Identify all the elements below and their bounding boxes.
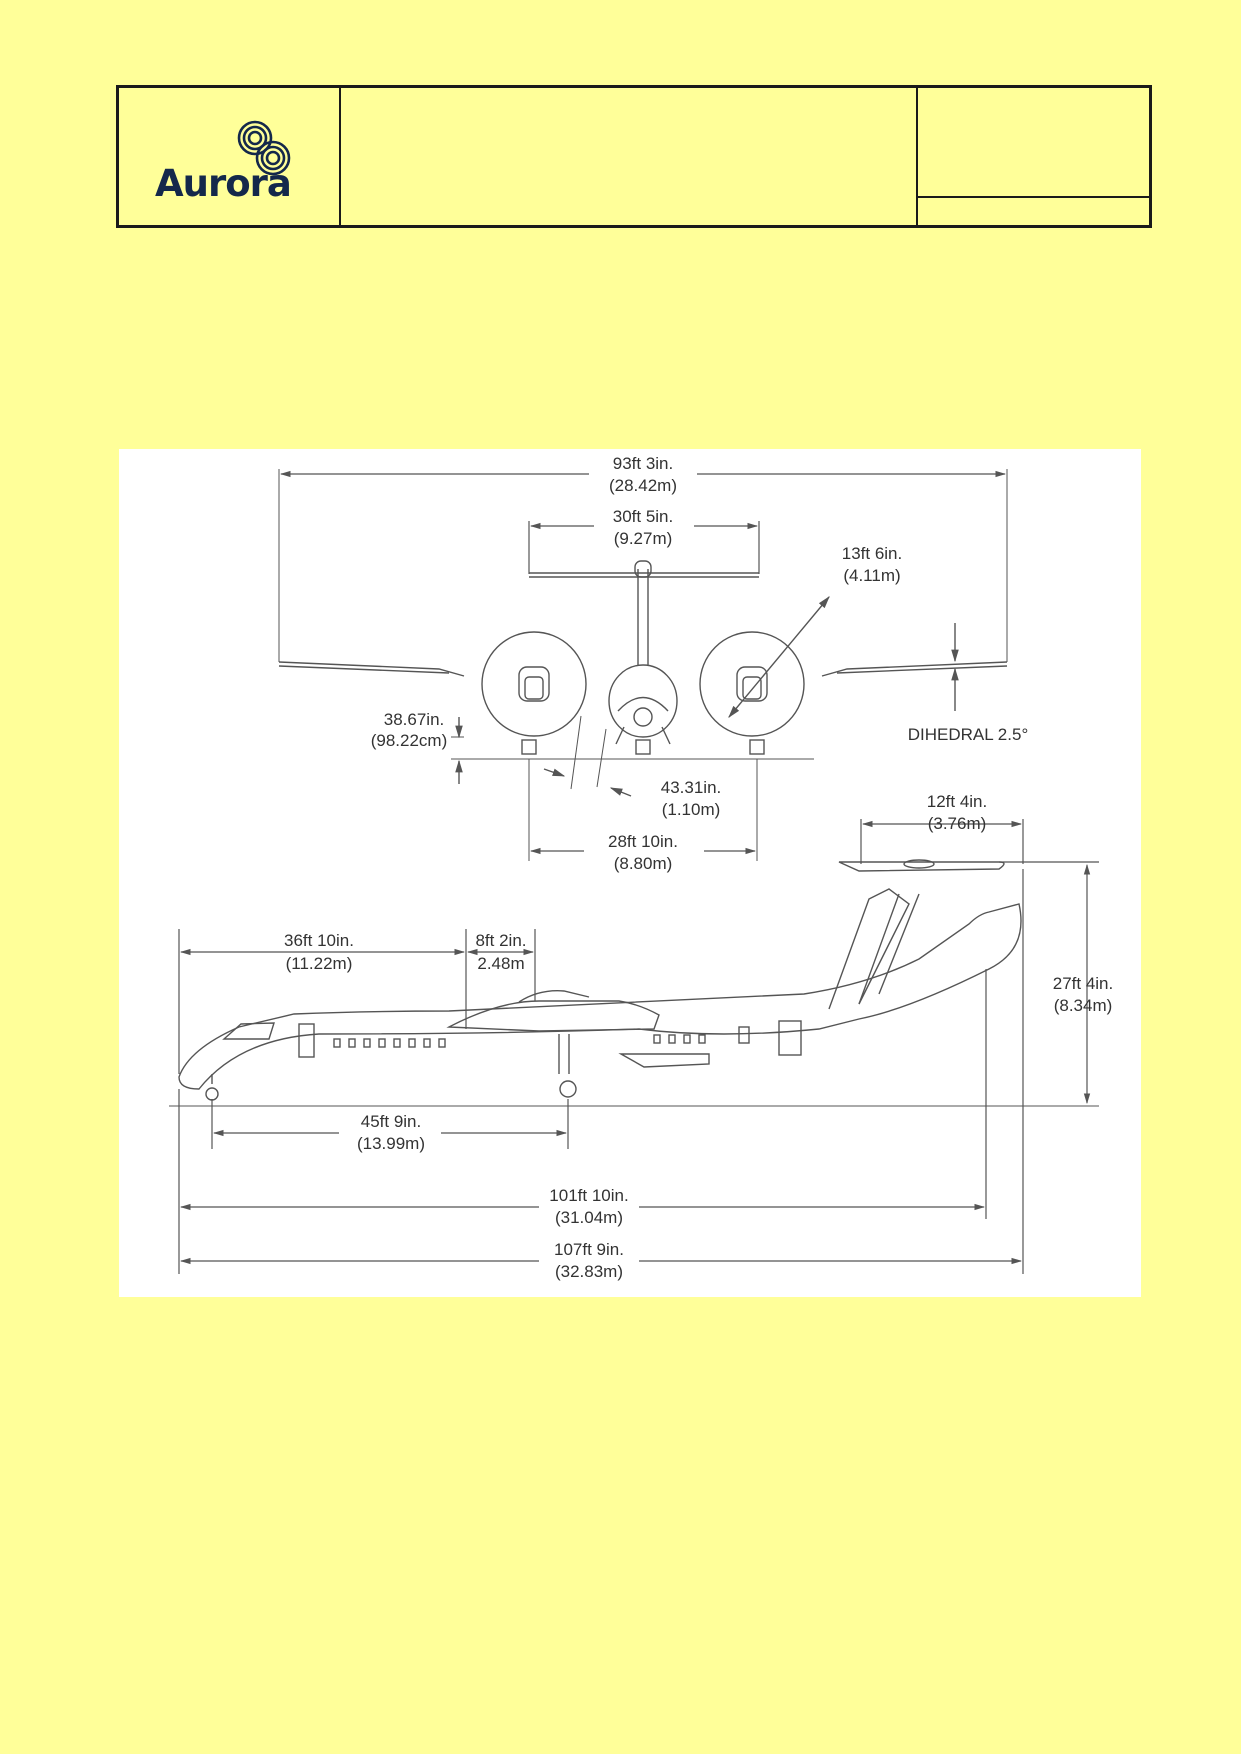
wheel-track-m: (8.80m) — [614, 854, 673, 873]
side-view — [169, 859, 1099, 1107]
prop-clearance-in: 38.67in. — [384, 710, 445, 729]
span-ft: 93ft 3in. — [613, 454, 674, 473]
fuselage-clearance-in: 43.31in. — [661, 778, 722, 797]
wheelbase-ft: 45ft 9in. — [361, 1112, 422, 1131]
prop-diameter-ft: 13ft 6in. — [842, 544, 903, 563]
fuselage-clearance-m: (1.10m) — [662, 800, 721, 819]
wheel-track-ft: 28ft 10in. — [608, 832, 678, 851]
aurora-logo-icon — [237, 120, 291, 176]
logo: Aurora — [119, 88, 339, 225]
divider — [916, 196, 1149, 198]
aircraft-dimension-drawing: 93ft 3in. (28.42m) 30ft 5in. (9.27m) 13f… — [119, 449, 1141, 1297]
span-m: (28.42m) — [609, 476, 677, 495]
front-view — [278, 469, 1008, 861]
nose-to-wing-ft: 36ft 10in. — [284, 931, 354, 950]
reference-cell — [918, 198, 1149, 225]
wing-chord-ft: 8ft 2in. — [475, 931, 526, 950]
height-ft: 27ft 4in. — [1053, 974, 1114, 993]
fin-chord-ft: 12ft 4in. — [927, 792, 988, 811]
divider — [339, 88, 341, 225]
fin-chord-m: (3.76m) — [928, 814, 987, 833]
height-m: (8.34m) — [1054, 996, 1113, 1015]
tailplane-span-m: (9.27m) — [614, 529, 673, 548]
overall-length-ft: 107ft 9in. — [554, 1240, 624, 1259]
fuselage-length-m: (31.04m) — [555, 1208, 623, 1227]
overall-length-m: (32.83m) — [555, 1262, 623, 1281]
wheelbase-m: (13.99m) — [357, 1134, 425, 1153]
document-title — [341, 88, 916, 225]
prop-clearance-cm: (98.22cm) — [371, 731, 448, 750]
logo-wordmark: Aurora — [155, 162, 292, 205]
dimension-diagram: 93ft 3in. (28.42m) 30ft 5in. (9.27m) 13f… — [169, 454, 1114, 1281]
tailplane-span-ft: 30ft 5in. — [613, 507, 674, 526]
dihedral-label: DIHEDRAL 2.5° — [908, 725, 1029, 744]
title-block: Aurora — [116, 85, 1152, 228]
fuselage-length-ft: 101ft 10in. — [549, 1186, 628, 1205]
nose-to-wing-m: (11.22m) — [286, 954, 353, 973]
divider — [916, 88, 918, 225]
reference-cell — [918, 88, 1149, 196]
prop-diameter-m: (4.11m) — [843, 566, 900, 585]
wing-chord-m: 2.48m — [477, 954, 524, 973]
